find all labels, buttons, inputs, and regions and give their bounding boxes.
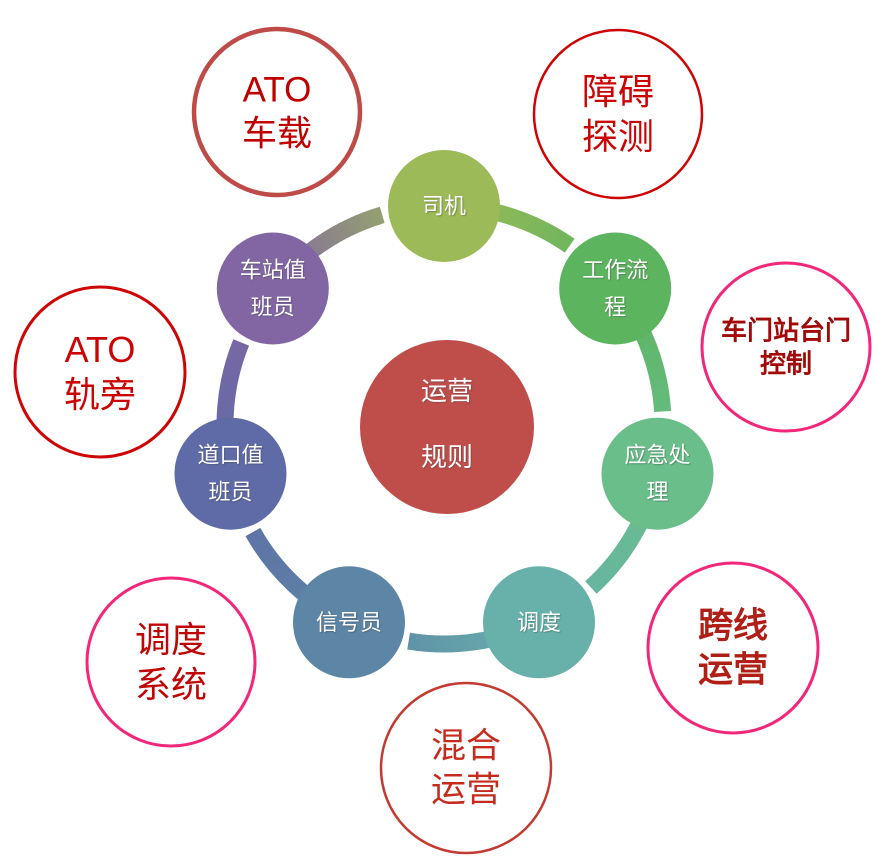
satellite-circle-ato-trackside <box>13 285 187 459</box>
satellite-circle-mixed-operation <box>379 681 553 855</box>
ring-node-label-station-attendant: 班员 <box>251 295 295 320</box>
ring-node-emergency-handling <box>601 417 714 530</box>
ring-node-label-work-flow: 程 <box>604 295 626 320</box>
satellite-label-ato-onboard: ATO <box>243 70 312 109</box>
satellite-label-obstacle-detection: 探测 <box>582 116 654 157</box>
ring-node-work-flow <box>559 232 672 345</box>
ring-node-dispatch <box>483 566 595 679</box>
satellite-label-ato-trackside: 轨旁 <box>64 374 136 415</box>
satellite-label-obstacle-detection: 障碍 <box>582 71 654 112</box>
satellite-label-cross-line-operation: 运营 <box>698 651 768 690</box>
satellite-label-dispatch-system: 调度 <box>135 619 207 660</box>
center-circle-operation-rules <box>360 340 534 514</box>
satellite-label-door-psd-control: 车门站台门 <box>721 316 851 346</box>
satellite-circle-dispatch-system <box>85 576 257 748</box>
ring-node-label-signalman: 信号员 <box>316 610 382 635</box>
satellite-label-cross-line-operation: 跨线 <box>698 606 768 645</box>
satellite-label-ato-onboard: 车载 <box>242 115 312 154</box>
satellite-circle-obstacle-detection <box>532 28 704 200</box>
ring-node-label-crossing-attendant: 班员 <box>208 480 252 505</box>
ring-node-signalman <box>293 566 405 679</box>
ring-node-label-emergency-handling: 应急处 <box>624 443 690 468</box>
satellite-label-mixed-operation: 运营 <box>431 771 501 810</box>
ring-node-label-work-flow: 工作流 <box>582 258 648 283</box>
satellite-circle-cross-line-operation <box>646 561 820 735</box>
ring-node-label-driver: 司机 <box>422 194 466 219</box>
satellite-label-mixed-operation: 混合 <box>431 726 501 765</box>
center-label-operation-rules: 规则 <box>421 442 473 472</box>
satellite-label-dispatch-system: 系统 <box>135 664 207 705</box>
ring-node-label-crossing-attendant: 道口值 <box>197 443 263 468</box>
ring-node-driver <box>388 150 500 262</box>
ring-node-crossing-attendant <box>174 417 287 530</box>
ring-node-label-dispatch: 调度 <box>517 610 561 635</box>
satellite-label-door-psd-control: 控制 <box>760 348 812 378</box>
ring-node-label-station-attendant: 车站值 <box>240 258 306 283</box>
center-label-operation-rules: 运营 <box>421 376 473 406</box>
satellite-circle-door-psd-control <box>700 261 872 433</box>
ring-node-station-attendant <box>216 232 329 345</box>
ring-node-label-emergency-handling: 理 <box>646 480 668 505</box>
satellite-circle-ato-onboard <box>191 26 363 198</box>
satellite-label-ato-trackside: ATO <box>65 329 136 370</box>
